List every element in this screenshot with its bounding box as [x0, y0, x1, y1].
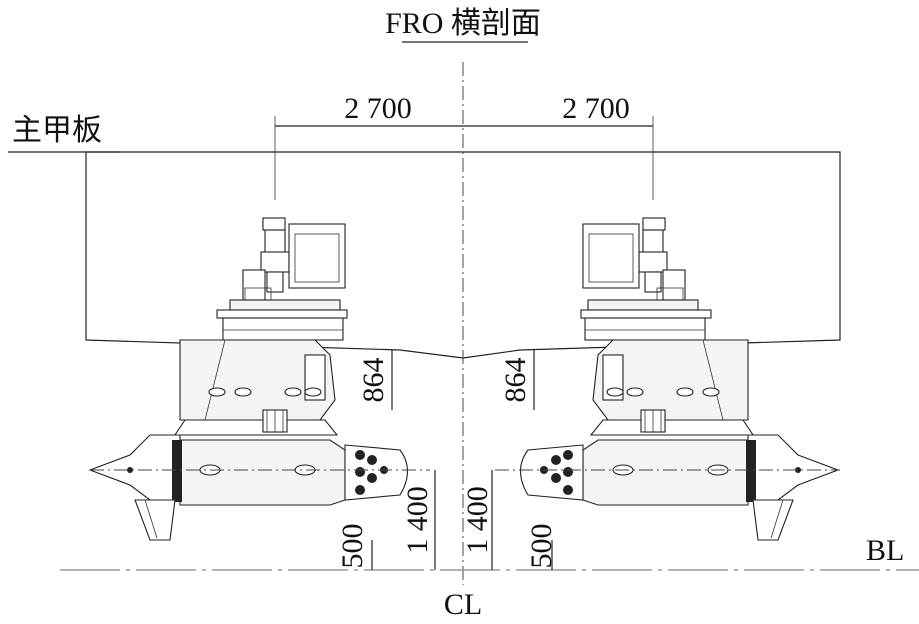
right-keel-height-dim: 500 [525, 524, 558, 569]
baseline-label: BL [866, 534, 904, 567]
hull-outline [85, 151, 841, 359]
right-axis-height-dim: 1 400 [461, 486, 494, 554]
right-thruster [519, 217, 839, 541]
left-axis-height-dim: 1 400 [401, 486, 434, 554]
drawing-title: FRO 横剖面 [385, 7, 541, 40]
centerline-label: CL [444, 588, 482, 621]
right-depth-dim: 864 [499, 358, 532, 403]
left-offset-dim: 2 700 [344, 92, 412, 125]
right-offset-dim: 2 700 [562, 92, 630, 125]
left-keel-height-dim: 500 [336, 524, 369, 569]
left-depth-dim: 864 [357, 358, 390, 403]
main-deck-label: 主甲板 [12, 114, 102, 147]
